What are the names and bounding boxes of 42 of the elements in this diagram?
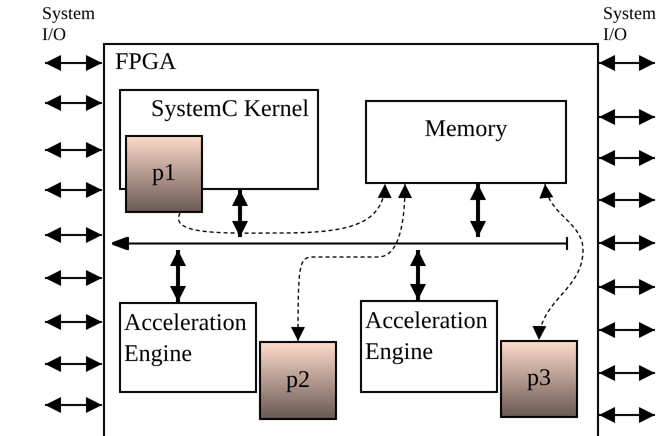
double-arrow: [599, 407, 655, 423]
chip-label: FPGA: [115, 48, 176, 77]
engine-box: [360, 300, 498, 393]
block-label: Acceleration Engine: [124, 309, 248, 370]
block-label: Acceleration Engine: [365, 307, 489, 368]
double-arrow: [45, 142, 102, 158]
io-label: System I/O: [603, 3, 658, 44]
double-arrow: [599, 109, 655, 125]
block-label: Memory: [424, 115, 508, 144]
double-arrow: [45, 270, 102, 286]
bus-bar: [112, 237, 568, 250]
io-label: System I/O: [42, 3, 96, 44]
double-arrow: [45, 55, 102, 71]
dashed-arrow: [534, 184, 584, 340]
double-arrow: [410, 250, 426, 300]
engine-box: [119, 302, 257, 393]
double-arrow: [599, 150, 655, 166]
double-arrow: [470, 184, 486, 237]
process-label: p2: [286, 366, 310, 395]
double-arrow: [232, 190, 248, 237]
double-arrow: [599, 192, 655, 208]
double-arrow: [599, 55, 655, 71]
process-box: [125, 135, 203, 213]
process-box: [500, 340, 578, 418]
double-arrow: [599, 279, 655, 295]
process-label: p1: [152, 159, 176, 188]
double-arrow: [170, 250, 186, 302]
double-arrow: [45, 227, 102, 243]
double-arrow: [45, 356, 102, 372]
block-label: SystemC Kernel: [151, 95, 309, 124]
double-arrow: [599, 365, 655, 381]
fpga-box: [103, 43, 599, 436]
process-box: [259, 341, 337, 420]
double-arrow: [599, 322, 655, 338]
memory-box: [365, 100, 567, 184]
dashed-arrow: [291, 184, 412, 341]
double-arrow: [45, 95, 102, 111]
double-arrow: [45, 314, 102, 330]
double-arrow: [45, 397, 102, 413]
process-label: p3: [527, 364, 551, 394]
double-arrow: [599, 235, 655, 251]
double-arrow: [45, 182, 102, 198]
